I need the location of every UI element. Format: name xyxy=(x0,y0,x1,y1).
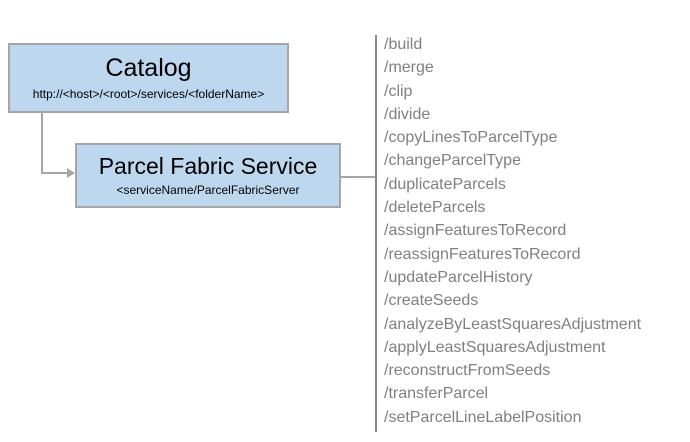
operation-item: /clip xyxy=(384,82,413,100)
operation-item: /applyLeastSquaresAdjustment xyxy=(384,338,606,356)
catalog-url-pattern: http://<host>/<root>/services/<folderNam… xyxy=(32,86,265,101)
operation-item: /updateParcelHistory xyxy=(384,268,533,286)
operation-item: /changeParcelType xyxy=(384,152,521,170)
connector-vertical-line xyxy=(41,113,43,174)
operation-item: /transferParcel xyxy=(384,385,489,403)
operation-item: /duplicateParcels xyxy=(384,175,506,193)
operation-item: /merge xyxy=(384,59,434,77)
parcel-fabric-service-box: Parcel Fabric Service <serviceName/Parce… xyxy=(75,143,341,208)
operation-item: /assignFeaturesToRecord xyxy=(384,222,567,240)
connector-arrowhead-icon xyxy=(67,168,75,178)
operation-item: /divide xyxy=(384,105,431,123)
service-to-operations-line xyxy=(341,176,377,178)
operations-list: /build/merge/clip/divide/copyLinesToParc… xyxy=(384,33,684,429)
service-url-pattern: <serviceName/ParcelFabricServer xyxy=(116,183,300,198)
operation-item: /reassignFeaturesToRecord xyxy=(384,245,581,263)
operation-item: /build xyxy=(384,36,423,53)
operation-item: /copyLinesToParcelType xyxy=(384,129,558,147)
catalog-title: Catalog xyxy=(105,54,192,83)
catalog-box: Catalog http://<host>/<root>/services/<f… xyxy=(8,43,289,113)
operation-item: /reconstructFromSeeds xyxy=(384,362,551,380)
operation-item: /setParcelLineLabelPosition xyxy=(384,408,582,426)
operation-item: /createSeeds xyxy=(384,292,479,310)
service-title: Parcel Fabric Service xyxy=(98,152,318,179)
operations-divider-bar xyxy=(375,35,377,432)
operation-item: /deleteParcels xyxy=(384,199,486,217)
connector-horizontal-line xyxy=(41,172,68,174)
operation-item: /analyzeByLeastSquaresAdjustment xyxy=(384,315,642,333)
